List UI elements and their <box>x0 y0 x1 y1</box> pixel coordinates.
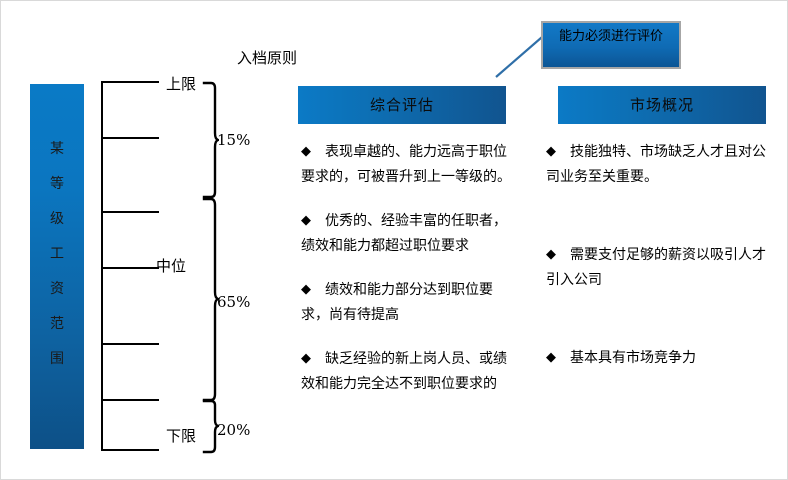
scale-label-upper-limit: 上限 <box>166 75 197 93</box>
bullet-list-market-overview: ◆技能独特、市场缺乏人才且对公司业务至关重要。 ◆需要支付足够的薪资以吸引人才引… <box>546 139 774 389</box>
brace-20-shape <box>202 399 219 454</box>
diamond-bullet-icon: ◆ <box>301 351 311 366</box>
list-item: ◆需要支付足够的薪资以吸引人才引入公司 <box>546 242 774 293</box>
ladder-tick <box>101 211 159 213</box>
ladder-tick <box>101 81 159 83</box>
brace-label-15-percent: 15% <box>217 131 251 149</box>
column-header-comprehensive-evaluation[interactable]: 综合评估 <box>298 86 506 124</box>
scale-label-lower-limit: 下限 <box>166 427 197 445</box>
ladder-tick <box>101 267 159 269</box>
brace-label-20-percent: 20% <box>217 421 251 439</box>
range-label-char-3: 工 <box>50 246 64 262</box>
diamond-bullet-icon: ◆ <box>301 213 311 228</box>
range-label-char-4: 资 <box>50 281 64 297</box>
brace-65-shape <box>202 197 219 402</box>
list-item: ◆绩效和能力部分达到职位要求，尚有待提高 <box>301 277 515 328</box>
list-item-text: 优秀的、经验丰富的任职者，绩效和能力都超过职位要求 <box>301 213 507 254</box>
range-label-char-1: 等 <box>50 176 64 192</box>
list-item: ◆ 基本具有市场竞争力 <box>546 345 774 371</box>
list-item-text: 表现卓越的、能力远高于职位要求的，可被晋升到上一等级的。 <box>301 144 511 185</box>
bullet-list-comprehensive-evaluation: ◆表现卓越的、能力远高于职位要求的，可被晋升到上一等级的。 ◆优秀的、经验丰富的… <box>301 139 515 415</box>
diamond-bullet-icon: ◆ <box>301 144 311 159</box>
list-item: ◆表现卓越的、能力远高于职位要求的，可被晋升到上一等级的。 <box>301 139 515 190</box>
range-label-char-0: 某 <box>50 141 64 157</box>
ladder-tick <box>101 449 159 451</box>
diamond-bullet-icon: ◆ <box>546 247 556 262</box>
brace-label-65-percent: 65% <box>217 293 251 311</box>
list-item-text: 基本具有市场竞争力 <box>570 350 696 366</box>
diamond-bullet-icon: ◆ <box>301 282 311 297</box>
callout-text: 能力必须进行评价 <box>558 29 663 44</box>
ladder-tick <box>101 399 159 401</box>
ladder-tick <box>101 137 159 139</box>
scale-label-median: 中位 <box>156 257 187 275</box>
diamond-bullet-icon: ◆ <box>546 350 556 365</box>
brace-15-percent <box>201 81 219 199</box>
list-item-text: 缺乏经验的新上岗人员、或绩效和能力完全达不到职位要求的 <box>301 351 507 392</box>
list-item: ◆技能独特、市场缺乏人才且对公司业务至关重要。 <box>546 139 774 190</box>
ladder-spine <box>101 81 103 451</box>
range-label-char-6: 围 <box>50 351 64 367</box>
column-header-label: 综合评估 <box>369 96 434 114</box>
grade-ladder-scale <box>101 81 163 451</box>
entry-principle-note: 入档原则 <box>237 49 298 67</box>
brace-15-shape <box>202 81 219 199</box>
list-item: ◆优秀的、经验丰富的任职者，绩效和能力都超过职位要求 <box>301 208 515 259</box>
list-item: ◆缺乏经验的新上岗人员、或绩效和能力完全达不到职位要求的 <box>301 346 515 397</box>
list-item-text: 技能独特、市场缺乏人才且对公司业务至关重要。 <box>546 144 766 185</box>
ladder-tick <box>101 343 159 345</box>
callout-capability-must-be-evaluated[interactable]: 能力必须进行评价 <box>541 21 681 69</box>
range-label-char-2: 级 <box>50 211 64 227</box>
range-label-char-5: 范 <box>50 316 64 332</box>
salary-range-bar: 某 等 级 工 资 范 围 <box>30 84 84 449</box>
column-header-market-overview[interactable]: 市场概况 <box>558 86 766 124</box>
list-item-text: 需要支付足够的薪资以吸引人才引入公司 <box>546 247 766 288</box>
diamond-bullet-icon: ◆ <box>546 144 556 159</box>
brace-20-percent <box>201 399 219 455</box>
column-header-label: 市场概况 <box>629 96 694 114</box>
list-item-text: 绩效和能力部分达到职位要求，尚有待提高 <box>301 282 493 323</box>
salary-range-bar-label: 某 等 级 工 资 范 围 <box>30 132 84 377</box>
brace-65-percent <box>201 197 219 403</box>
